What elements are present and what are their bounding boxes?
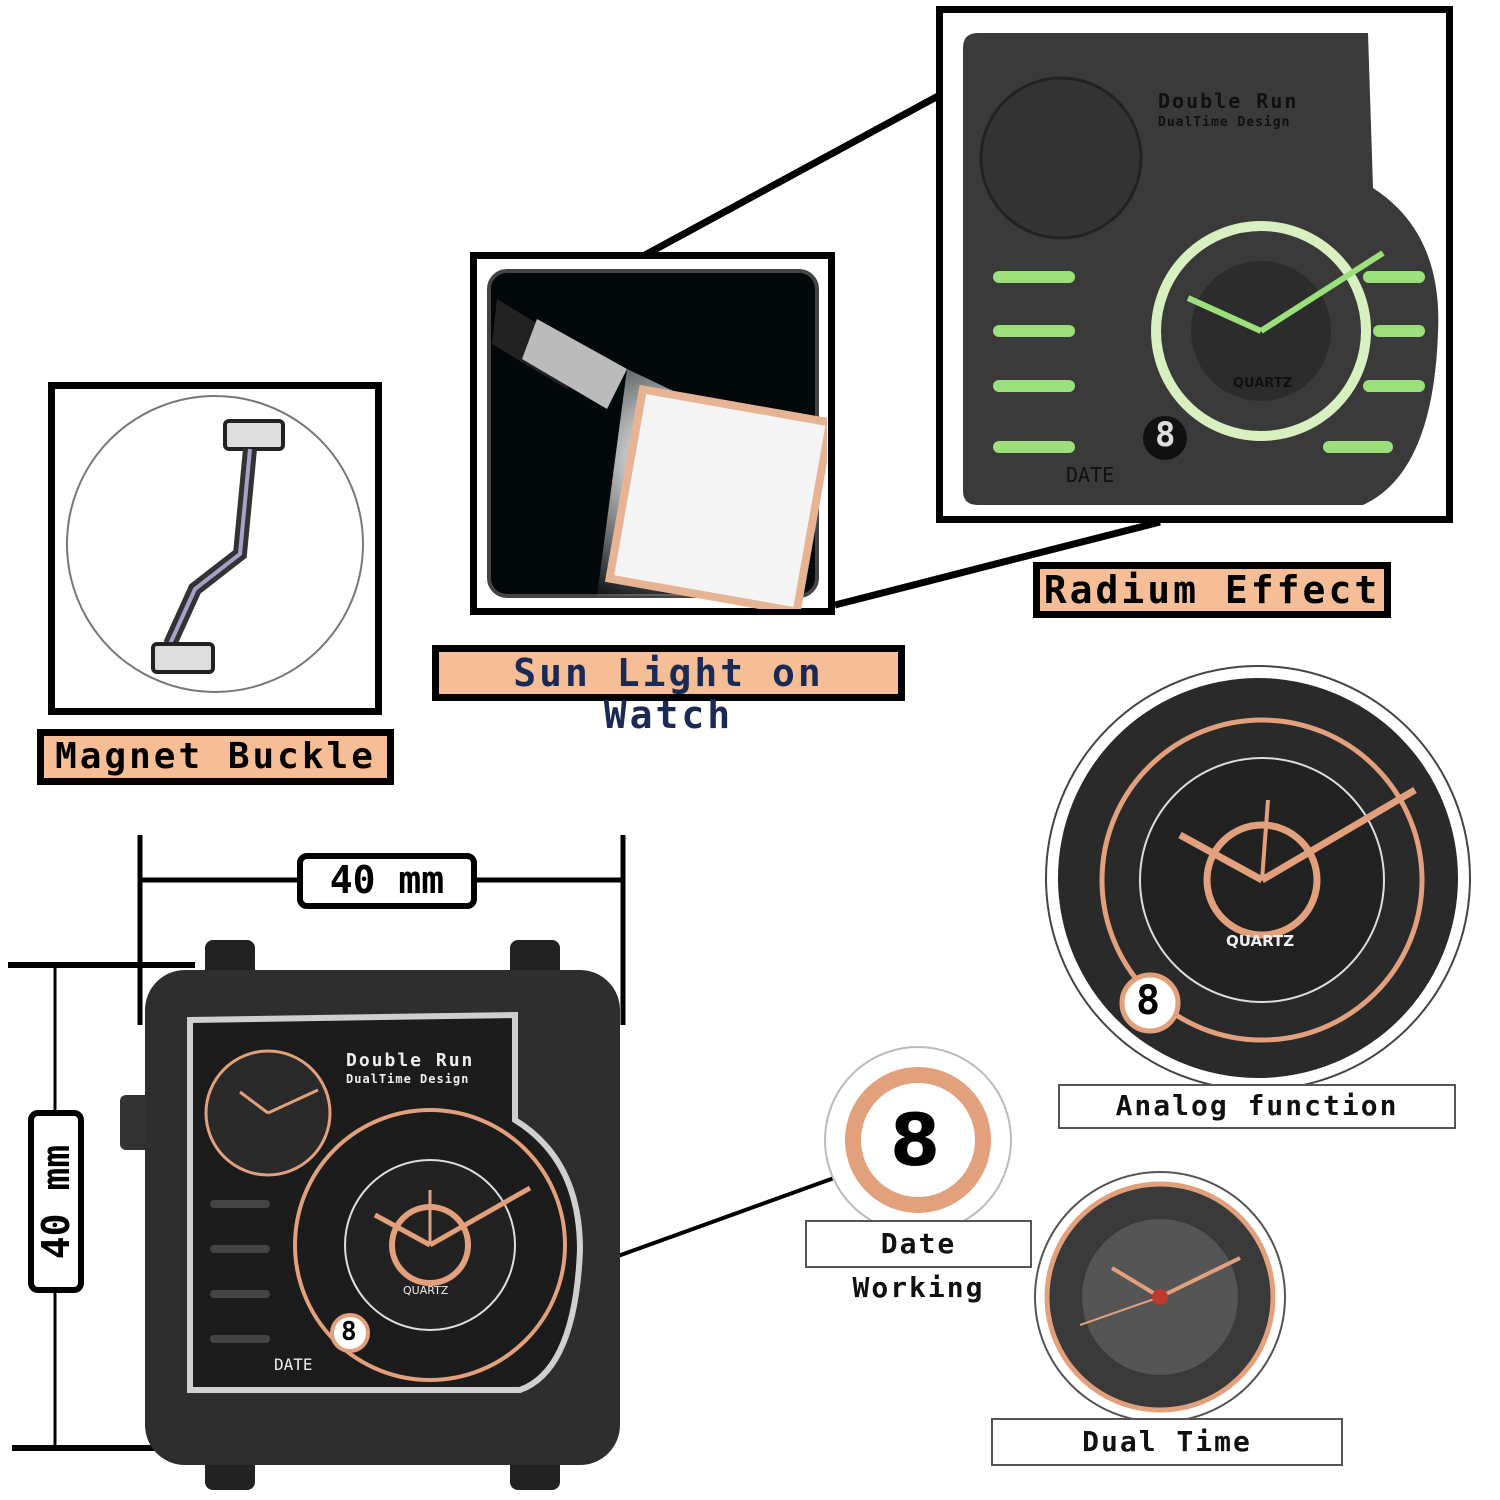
sun-light-image <box>487 269 827 609</box>
height-dimension: 40 mm <box>28 1110 84 1293</box>
radium-tagline: DualTime Design <box>1158 115 1291 130</box>
main-date-value: 8 <box>341 1317 357 1347</box>
radium-date-value: 8 <box>1155 415 1176 455</box>
analog-quartz: QUARTZ <box>1226 932 1295 950</box>
magnet-buckle-frame <box>48 382 382 715</box>
radium-date-label: DATE <box>1066 463 1115 487</box>
radium-frame: Double Run DualTime Design QUARTZ 8 DATE <box>936 6 1453 523</box>
main-tagline: DualTime Design <box>346 1072 470 1086</box>
sun-light-label: Sun Light on Watch <box>432 645 905 736</box>
magnet-buckle-label: Magnet Buckle <box>37 729 394 785</box>
date-value: 8 <box>890 1098 941 1182</box>
date-working-label: Date Working <box>805 1220 1032 1304</box>
height-dimension-text: 40 mm <box>34 1144 78 1259</box>
width-dimension: 40 mm <box>297 853 477 909</box>
radium-label: Radium Effect <box>1033 562 1391 618</box>
main-date-label: DATE <box>274 1355 313 1374</box>
analog-date-value: 8 <box>1136 978 1161 1024</box>
radium-quartz: QUARTZ <box>1233 376 1292 391</box>
main-brand: Double Run <box>346 1050 475 1071</box>
sun-light-frame <box>470 252 835 615</box>
radium-brand: Double Run <box>1158 89 1299 113</box>
main-quartz: QUARTZ <box>403 1284 449 1297</box>
dual-time-label: Dual Time <box>991 1418 1343 1466</box>
radium-image <box>963 33 1439 505</box>
analog-label: Analog function <box>1058 1084 1456 1129</box>
magnet-buckle-image <box>66 395 364 693</box>
